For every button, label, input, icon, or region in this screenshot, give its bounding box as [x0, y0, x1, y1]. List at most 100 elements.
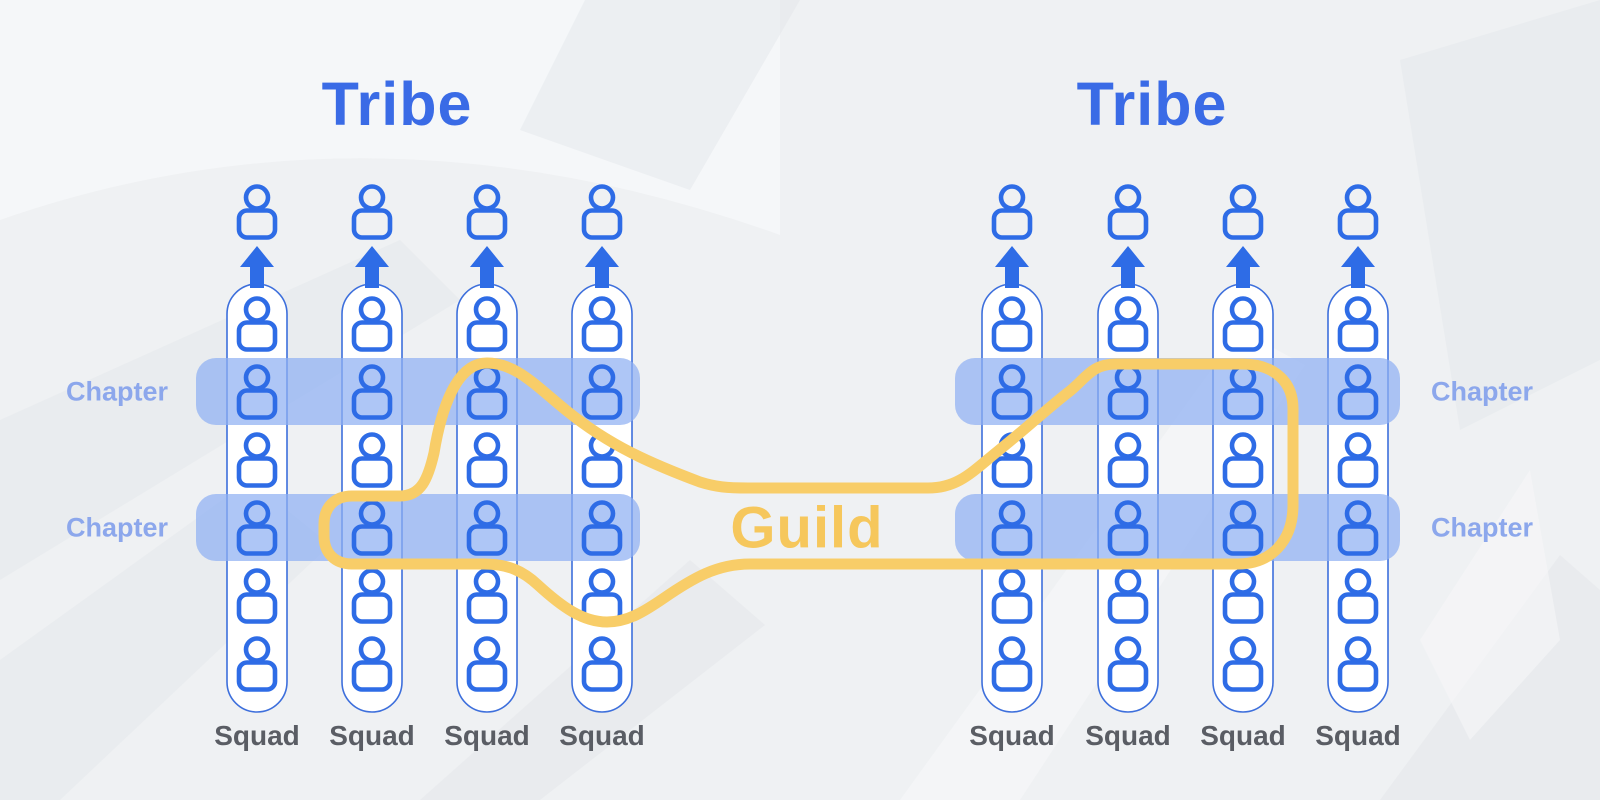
person-body	[581, 208, 623, 240]
squad-label-r3: Squad	[1200, 720, 1286, 751]
person-icon	[236, 500, 278, 556]
squad-label-r4: Squad	[1315, 720, 1401, 751]
person-icon	[351, 500, 393, 556]
person-body	[351, 208, 393, 240]
person-body	[991, 388, 1033, 420]
watermark-shape	[520, 0, 800, 190]
person-icon	[466, 568, 508, 624]
person-body	[236, 660, 278, 692]
person-body	[1107, 592, 1149, 624]
chapter-band	[196, 494, 640, 561]
person-body	[236, 388, 278, 420]
person-body	[466, 592, 508, 624]
person-body	[1222, 524, 1264, 556]
person-icon	[991, 636, 1033, 692]
person-body	[991, 456, 1033, 488]
person-icon	[466, 432, 508, 488]
person-head	[1344, 184, 1372, 211]
squad-label-l4: Squad	[559, 720, 645, 751]
squad-leader-icon	[466, 184, 508, 240]
person-body	[1337, 592, 1379, 624]
person-icon	[1107, 432, 1149, 488]
person-body	[1337, 320, 1379, 352]
person-body	[1107, 456, 1149, 488]
person-body	[236, 320, 278, 352]
person-head	[998, 184, 1026, 211]
person-icon	[1107, 500, 1149, 556]
person-body	[1107, 320, 1149, 352]
squad-leader-icon	[1222, 184, 1264, 240]
person-body	[1337, 660, 1379, 692]
person-body	[1222, 320, 1264, 352]
person-body	[1222, 660, 1264, 692]
person-body	[466, 208, 508, 240]
person-icon	[581, 364, 623, 420]
leader-arrow-icon	[1111, 246, 1145, 288]
chapter-label-left-1: Chapter	[65, 376, 169, 407]
squad-label-r2: Squad	[1085, 720, 1171, 751]
person-body	[1222, 208, 1264, 240]
chapter-label-left-2: Chapter	[65, 512, 169, 543]
person-body	[236, 456, 278, 488]
person-body	[581, 320, 623, 352]
person-icon	[1107, 296, 1149, 352]
person-head	[588, 184, 616, 211]
person-icon	[351, 364, 393, 420]
person-icon	[1107, 568, 1149, 624]
squad-label-r1: Squad	[969, 720, 1055, 751]
person-icon	[1222, 432, 1264, 488]
squad-leader-icon	[1337, 184, 1379, 240]
person-icon	[991, 500, 1033, 556]
person-body	[351, 388, 393, 420]
leader-arrow-icon	[995, 246, 1029, 288]
squad-leader-icon	[991, 184, 1033, 240]
person-icon	[236, 432, 278, 488]
person-body	[466, 456, 508, 488]
person-body	[581, 388, 623, 420]
generated-structure	[196, 184, 1400, 713]
person-icon	[351, 568, 393, 624]
leader-arrow-icon	[1226, 246, 1260, 288]
person-icon	[581, 500, 623, 556]
person-head	[243, 184, 271, 211]
leader-arrow-icon	[470, 246, 504, 288]
person-body	[581, 456, 623, 488]
person-body	[466, 524, 508, 556]
squad-leader-icon	[581, 184, 623, 240]
person-icon	[351, 432, 393, 488]
person-body	[1107, 208, 1149, 240]
person-icon	[581, 636, 623, 692]
squad-leader-icon	[236, 184, 278, 240]
squad-leader-icon	[1107, 184, 1149, 240]
person-body	[466, 388, 508, 420]
leader-arrow-icon	[240, 246, 274, 288]
squad-label-l1: Squad	[214, 720, 300, 751]
chapter-label-right-2: Chapter	[1430, 512, 1534, 543]
person-icon	[1337, 296, 1379, 352]
watermark-shape	[1400, 0, 1600, 430]
person-body	[991, 660, 1033, 692]
tribe-title-right: Tribe	[1076, 70, 1228, 138]
person-icon	[1337, 432, 1379, 488]
person-body	[351, 592, 393, 624]
person-body	[466, 320, 508, 352]
squad-label-l2: Squad	[329, 720, 415, 751]
person-icon	[466, 296, 508, 352]
person-head	[358, 184, 386, 211]
person-body	[351, 660, 393, 692]
leader-arrow-icon	[585, 246, 619, 288]
person-body	[351, 524, 393, 556]
squad-leader-icon	[351, 184, 393, 240]
person-body	[581, 660, 623, 692]
person-icon	[351, 636, 393, 692]
person-body	[991, 592, 1033, 624]
person-icon	[466, 500, 508, 556]
squad-label-l3: Squad	[444, 720, 530, 751]
leader-arrow-icon	[1341, 246, 1375, 288]
person-icon	[1337, 500, 1379, 556]
person-body	[351, 456, 393, 488]
person-icon	[236, 296, 278, 352]
person-head	[1229, 184, 1257, 211]
person-icon	[991, 296, 1033, 352]
